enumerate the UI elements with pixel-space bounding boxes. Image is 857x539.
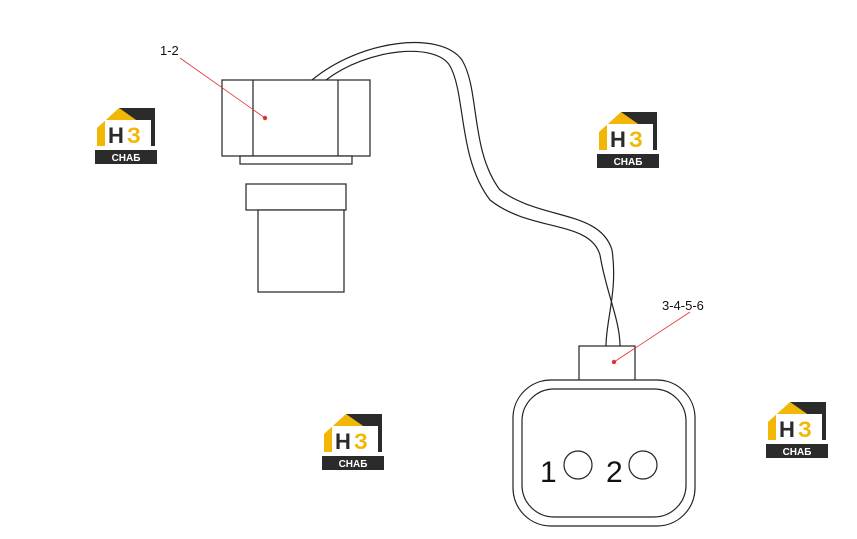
callout-label-connector: 3-4-5-6	[662, 298, 704, 313]
pin-label-1: 1	[540, 456, 557, 489]
cable	[311, 42, 621, 347]
connector-body	[512, 379, 696, 527]
sensor-shaft	[245, 183, 347, 293]
pin-hole-2	[628, 450, 658, 480]
callout-label-sensor: 1-2	[160, 43, 179, 58]
sensor-hex-body	[221, 79, 371, 165]
connector-neck	[578, 345, 636, 383]
pin-hole-1	[563, 450, 593, 480]
pin-label-2: 2	[606, 456, 623, 489]
watermark-logo	[766, 402, 828, 458]
watermark-logo	[322, 414, 384, 470]
leader-lines	[179, 57, 691, 365]
watermark-logo	[95, 108, 157, 164]
watermark-logo	[597, 112, 659, 168]
